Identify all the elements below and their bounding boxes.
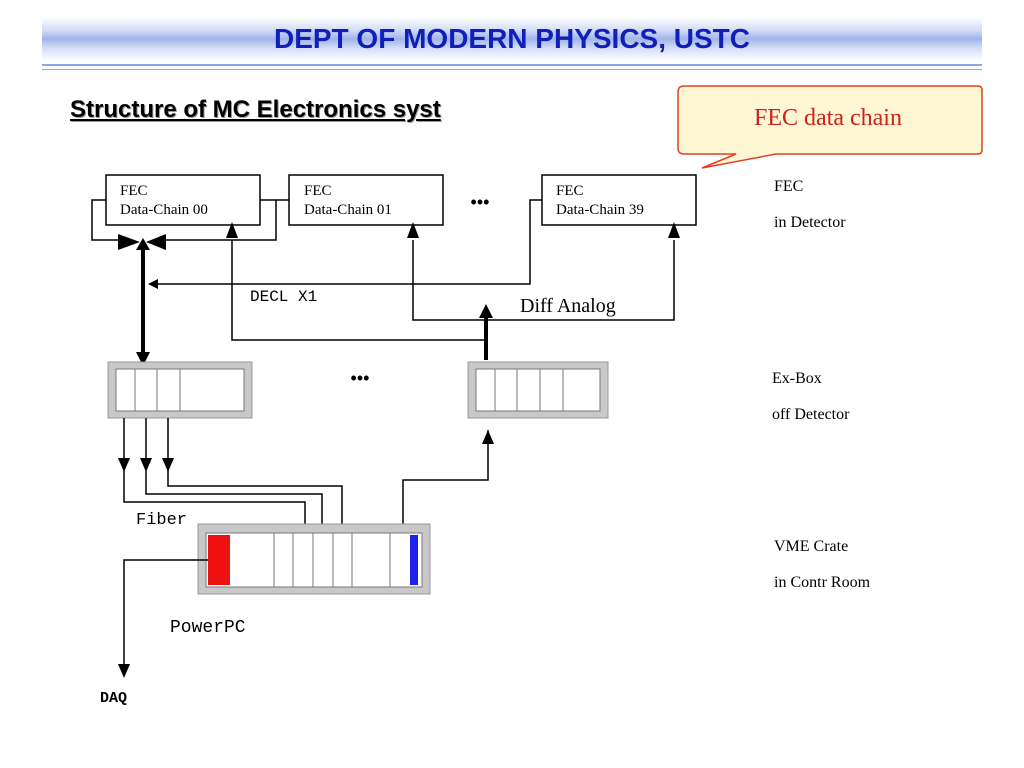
- fec-box-label: FEC: [120, 183, 148, 199]
- daq-label: DAQ: [100, 690, 127, 707]
- diff-analog-label: Diff Analog: [520, 295, 616, 317]
- side-label-exbox-sub: off Detector: [772, 406, 850, 423]
- side-label-vme: VME Crate: [774, 538, 848, 555]
- junction-arrow-up: [136, 238, 150, 250]
- powerpc-slot: [208, 535, 230, 585]
- callout-bubble: [677, 85, 983, 169]
- side-label-fec-sub: in Detector: [774, 214, 846, 231]
- decl-label: DECL X1: [250, 288, 317, 306]
- fec-box-label: FEC: [304, 183, 332, 199]
- side-label-vme-sub: in Contr Room: [774, 574, 871, 591]
- fec-ellipsis: •••: [471, 192, 490, 212]
- callout-text: FEC data chain: [754, 105, 902, 131]
- exbox-ellipsis: •••: [351, 368, 370, 388]
- side-label-fec: FEC: [774, 178, 803, 195]
- fec-box-01: FEC Data-Chain 01: [288, 174, 444, 226]
- exbox-right: [467, 361, 609, 419]
- daq-link: [123, 559, 208, 668]
- slide-title: Structure of MC Electronics syst: [70, 96, 441, 123]
- powerpc-label: PowerPC: [170, 618, 246, 638]
- fec-box-label: FEC: [556, 183, 584, 199]
- fec-box-chain: Data-Chain 39: [556, 202, 644, 218]
- vme-blue-slot: [410, 535, 418, 585]
- fec-box-chain: Data-Chain 01: [304, 202, 392, 218]
- fec-box-chain: Data-Chain 00: [120, 202, 208, 218]
- header-bar: DEPT OF MODERN PHYSICS, USTC: [42, 17, 982, 61]
- junction-arrow-left: [118, 234, 140, 250]
- diff-analog-links: [231, 240, 675, 341]
- exbox-left: [107, 361, 253, 419]
- header-title: DEPT OF MODERN PHYSICS, USTC: [273, 23, 751, 54]
- callout: FEC data chain: [677, 85, 983, 169]
- junction-arrow-right: [146, 234, 166, 250]
- side-labels: FEC in Detector Ex-Box off Detector VME …: [772, 178, 871, 591]
- fiber-label: Fiber: [136, 511, 187, 530]
- header-rule-thin: [42, 69, 982, 70]
- fiber-links: [123, 418, 489, 532]
- fec-box-00: FEC Data-Chain 00: [105, 174, 261, 226]
- fec-box-39: FEC Data-Chain 39: [541, 174, 697, 226]
- vme-crate: [197, 523, 431, 595]
- fec-links: [91, 199, 542, 289]
- side-label-exbox: Ex-Box: [772, 370, 822, 387]
- header-rule: [42, 64, 982, 66]
